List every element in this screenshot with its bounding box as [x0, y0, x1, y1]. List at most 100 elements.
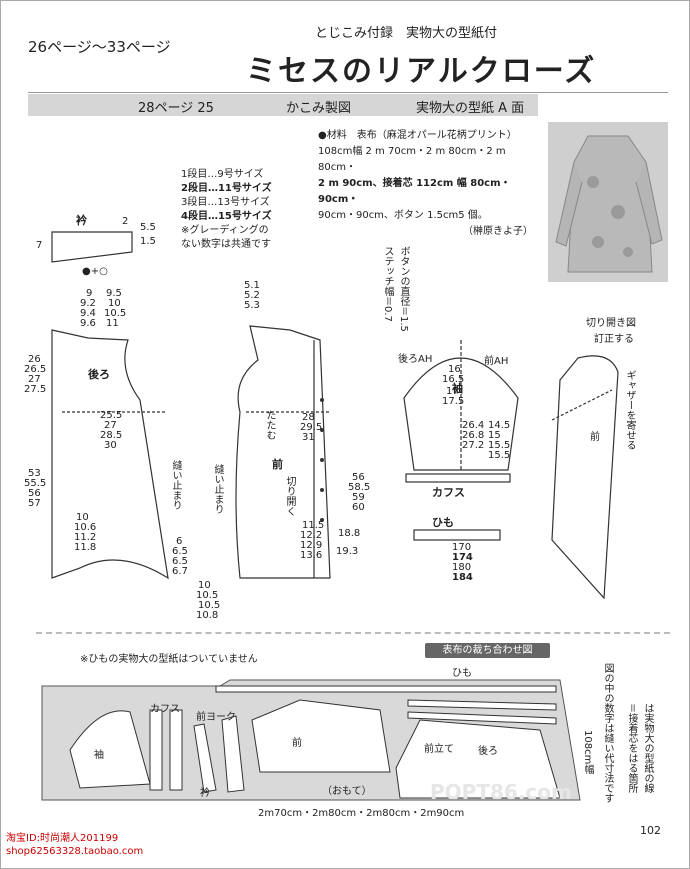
watermark: POPT86.com: [430, 780, 572, 804]
slash-front-outline: [551, 355, 619, 600]
front-dim: 11.5: [302, 520, 325, 531]
back-dim: 28.5: [100, 430, 123, 441]
layout-surface-label: （おもて）: [322, 786, 372, 797]
collar-label: 衿: [76, 214, 87, 227]
layout-width: 108cm幅: [582, 730, 593, 775]
shop-id: 淘宝ID:时尚潮人201199: [6, 833, 119, 844]
front-dim: 59: [352, 492, 365, 503]
shop-watermark: 淘宝ID:时尚潮人201199 shop62563328.taobao.com: [6, 832, 143, 858]
collar-dim: 2: [122, 216, 129, 227]
front-dim: 13.6: [300, 550, 323, 561]
cutting-layout-label: 表布の裁ち合わせ図: [425, 643, 550, 658]
layout-length: 2m70cm・2m80cm・2m80cm・2m90cm: [258, 808, 465, 819]
back-dim: 25.5: [100, 410, 123, 421]
layout-sleeve-label: 袖: [94, 750, 104, 761]
back-dim: 6.5: [172, 556, 188, 567]
front-dim: 19.3: [336, 546, 359, 557]
back-dim: 55.5: [24, 478, 47, 489]
layout-cuff: [149, 709, 163, 791]
front-dim: 56: [352, 472, 365, 483]
button-mark: [320, 458, 324, 462]
layout-legend: は実物大の型紙の線 ＝接着芯をはる箇所 図の中の数字は縫い代寸法です: [596, 663, 656, 803]
page-range: 26ページ～33ページ: [28, 38, 171, 56]
back-dim: 57: [28, 498, 41, 509]
back-dim: 6.5: [172, 546, 188, 557]
front-dim: 10.8: [196, 610, 219, 621]
layout-yoke-label: 前ヨーク: [196, 712, 236, 723]
button-mark: [320, 428, 324, 432]
front-dim: 18.8: [338, 528, 361, 539]
layout-front-stand: [407, 699, 557, 711]
front-dim: 60: [352, 502, 365, 513]
materials-line: 108cm幅 2 m 70cm・2 m 80cm・2 m 80cm・: [318, 146, 506, 173]
sleeve-label: 袖: [452, 382, 463, 395]
tie-outline: [413, 529, 501, 541]
size-row: 2段目…11号サイズ: [181, 183, 272, 194]
back-dim: 11.2: [74, 532, 97, 543]
front-dim: 58.5: [348, 482, 371, 493]
sleeve-dim: 26.8: [462, 430, 485, 441]
section-divider: [36, 632, 670, 634]
subheader-pattern: 実物大の型紙 A 面: [416, 101, 525, 116]
front-dim: 28: [302, 412, 315, 423]
back-dim: 26: [28, 354, 41, 365]
back-dim: 10: [108, 298, 121, 309]
button-note: ボタンの直径＝1.5: [398, 246, 409, 332]
page-number: 102: [640, 824, 661, 837]
front-dim: 10: [198, 580, 211, 591]
back-dim: 10.5: [104, 308, 127, 319]
size-note: ない数字は共通です: [181, 239, 271, 250]
front-dim: 31: [302, 432, 315, 443]
materials-author: （榊原きよ子）: [463, 226, 533, 237]
back-dim: 27: [104, 420, 117, 431]
back-dim: 9.4: [80, 308, 96, 319]
tie-dim: 170: [452, 542, 472, 553]
button-mark: [320, 488, 324, 492]
front-dim: 5.1: [244, 280, 260, 291]
garment-photo-drawing: [548, 122, 668, 282]
shop-url: shop62563328.taobao.com: [6, 846, 144, 857]
collar-dim: 5.5: [140, 222, 156, 233]
sleeve-dim: 15.5: [488, 440, 511, 451]
materials-block: ●材料 表布（麻混オパール花柄プリント） 108cm幅 2 m 70cm・2 m…: [318, 128, 543, 240]
back-dim: 11.8: [74, 542, 97, 553]
layout-sleeve: [69, 710, 151, 789]
layout-cuff-label: カフス: [150, 704, 180, 715]
back-dim: 56: [28, 488, 41, 499]
size-note: ※グレーディングの: [181, 225, 269, 236]
layout-front: [251, 699, 391, 773]
size-row: 1段目…9号サイズ: [181, 169, 264, 180]
layout-back: [395, 719, 561, 799]
front-dim: 10.5: [196, 590, 219, 601]
tie-label: ひも: [432, 516, 454, 529]
slash-front-label: 前: [590, 432, 600, 443]
back-dim: 53: [28, 468, 41, 479]
size-legend: 1段目…9号サイズ 2段目…11号サイズ 3段目…13号サイズ 4段目…15号サ…: [181, 168, 272, 252]
front-cut-note: 切り開く: [284, 476, 295, 516]
header-rule: [28, 92, 668, 93]
sleeve-dim: 16.5: [442, 374, 465, 385]
pattern-drawing: [51, 231, 619, 600]
button-mark: [320, 518, 324, 522]
front-label: 前: [272, 458, 283, 471]
sleeve-dim: 15.5: [488, 450, 511, 461]
tie-pattern-note: ※ひもの実物大の型紙はついていません: [80, 654, 258, 665]
materials-line: 2 m 90cm、接着芯 112cm 幅 80cm・90cm・: [318, 178, 511, 205]
back-dim: 27: [28, 374, 41, 385]
cutting-layout-drawing: [41, 679, 581, 801]
back-ah-label: 後ろAH: [398, 354, 433, 365]
back-dim: 10: [76, 512, 89, 523]
sleeve-dim: 14.5: [488, 420, 511, 431]
materials-line: ●材料 表布（麻混オパール花柄プリント）: [318, 130, 517, 141]
stitch-note: ステッチ幅＝0.7: [382, 246, 393, 322]
sleeve-dim: 17.5: [442, 396, 465, 407]
layout-tie: [215, 685, 557, 693]
back-dim: 26.5: [24, 364, 47, 375]
tie-dim: 184: [452, 572, 473, 583]
size-row: 3段目…13号サイズ: [181, 197, 270, 208]
layout-front-stand: [407, 711, 557, 725]
front-fold-note: たたむ: [264, 410, 275, 440]
back-label: 後ろ: [88, 368, 110, 381]
materials-line: 90cm・90cm、ボタン 1.5cm5 個。: [318, 210, 488, 221]
layout-tie-label: ひも: [452, 668, 472, 679]
